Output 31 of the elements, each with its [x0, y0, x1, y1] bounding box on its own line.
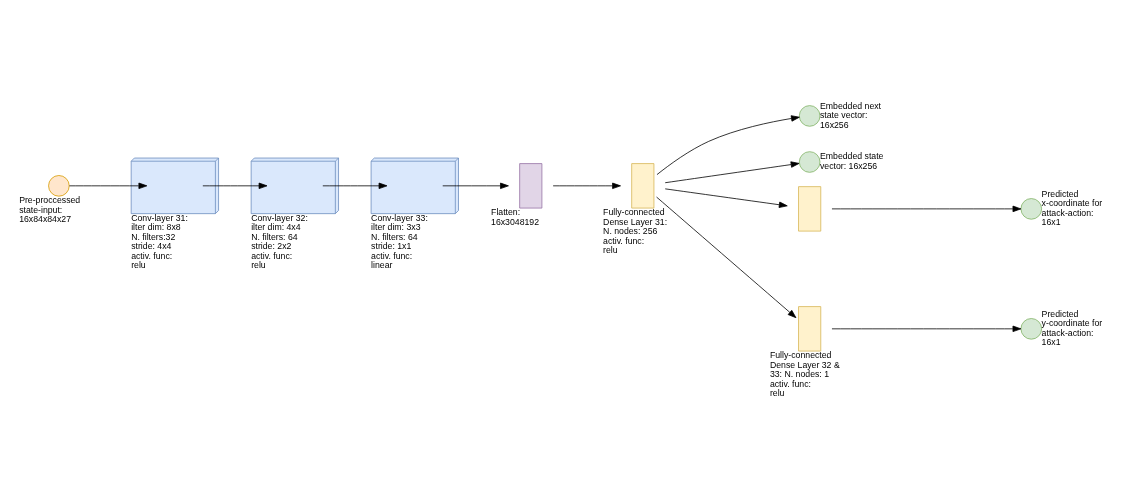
- node-circle: [798, 150, 821, 173]
- node-bar: [798, 185, 822, 231]
- node-label: Embedded next state vector: 16x256: [819, 100, 882, 130]
- node-label: Predicted x-coordinate for attack-action: 16x1: [1041, 188, 1103, 227]
- arrow: [656, 196, 797, 318]
- arrow: [552, 182, 621, 189]
- node-label: Fully-connected Dense Layer 31: N. nodes: 256 activ. func: relu: [603, 206, 668, 255]
- node-label: Conv-layer 31: ilter dim: 8x8 N. filters:32 stride: 4x4 activ. func: relu: [131, 212, 188, 270]
- arrow: [831, 205, 1022, 212]
- arrow: [656, 114, 800, 175]
- node-label: Fully-connected Dense Layer 32 & 33: N. nodes: 1 activ. func: relu: [769, 349, 840, 398]
- node-circle: [1020, 317, 1043, 340]
- node-bar: [798, 305, 822, 351]
- arrow: [322, 182, 388, 189]
- node-label: Predicted y-coordinate for attack-action: 16x1: [1041, 308, 1103, 347]
- node-circle: [48, 174, 70, 197]
- arrow: [69, 182, 148, 189]
- node-bar: [519, 162, 543, 208]
- node-circle: [1020, 197, 1043, 220]
- node-label: Conv-layer 33: ilter dim: 3x3 N. filters: 64 stride: 1x1 activ. func: linear: [371, 212, 428, 270]
- node-label: Embedded state vector: 16x256: [819, 150, 884, 171]
- node-circle: [798, 104, 821, 127]
- arrow: [664, 187, 788, 208]
- node-label: Conv-layer 32: ilter dim: 4x4 N. filters: 64 stride: 2x2 activ. func: relu: [251, 212, 308, 270]
- arrow: [664, 160, 800, 183]
- arrow: [442, 182, 509, 189]
- node-label: Flatten: 16x3048192: [491, 206, 540, 227]
- arrow: [202, 182, 268, 189]
- arrow: [831, 325, 1022, 332]
- node-label: Pre-proccessed state-input: 16x84x84x27: [19, 194, 81, 224]
- node-bar: [631, 162, 655, 208]
